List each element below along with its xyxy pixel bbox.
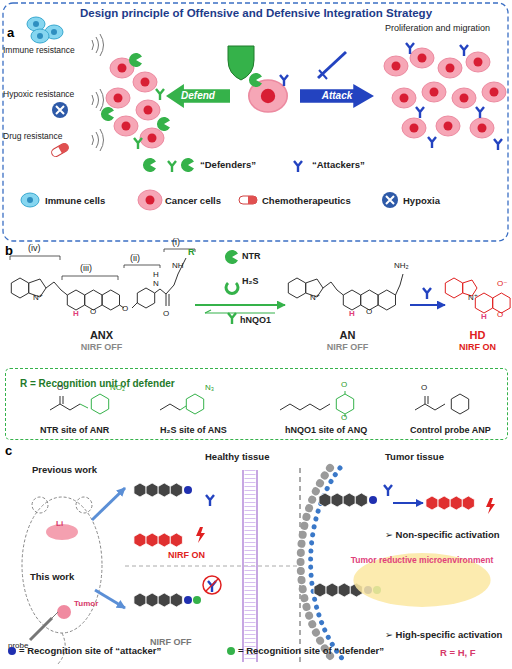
text-label: N⁺ bbox=[310, 294, 320, 302]
text-label: R = H, F bbox=[440, 648, 476, 658]
legend-text: Hypoxia bbox=[403, 196, 440, 206]
reaction-arrow bbox=[195, 304, 285, 306]
text-label: Immune resistance bbox=[3, 46, 75, 55]
text-label: This work bbox=[30, 572, 74, 582]
text-label: N₃ bbox=[205, 384, 214, 392]
node-text: NIRF OFF bbox=[81, 342, 123, 352]
molecule-node: ANNIRF OFF bbox=[285, 250, 410, 360]
defend-arrow: Defend bbox=[166, 84, 230, 108]
reaction-arrow bbox=[410, 304, 445, 306]
text-label: (i) bbox=[172, 238, 180, 247]
node-text: NIRF ON bbox=[459, 342, 496, 352]
text-label: Li bbox=[56, 520, 63, 528]
text-label: N⁺ bbox=[468, 294, 478, 302]
node-text: R = Recognition unit of defender bbox=[20, 378, 175, 389]
text-label: NIRF ON bbox=[168, 551, 205, 560]
text-label: O⁻ bbox=[497, 280, 507, 288]
text-label: O bbox=[341, 414, 347, 422]
text-label: (iii) bbox=[80, 264, 92, 273]
text-label: O bbox=[341, 381, 347, 389]
text-label: O bbox=[163, 310, 169, 318]
text-label: O bbox=[90, 308, 96, 316]
text-label: Previous work bbox=[32, 465, 97, 475]
text-label: hNQO1 site of ANQ bbox=[285, 426, 367, 435]
text-label: Drug resistance bbox=[3, 132, 63, 141]
text-label: Tumor tissue bbox=[385, 452, 444, 462]
text-label: NTR site of ANR bbox=[40, 426, 109, 435]
legend-text: “Defenders” bbox=[200, 160, 256, 170]
text-label: Control probe ANP bbox=[410, 426, 491, 435]
text-label: O bbox=[122, 305, 128, 313]
attack-arrow: Attack bbox=[300, 84, 374, 108]
text-label: Hypoxic resistance bbox=[3, 90, 74, 99]
figure-title: Design principle of Offensive and Defens… bbox=[0, 8, 512, 20]
text-label: R bbox=[188, 248, 195, 257]
text-label: H bbox=[73, 310, 79, 318]
text-label: NH₂ bbox=[394, 262, 409, 270]
text-label: Proliferation and migration bbox=[385, 24, 490, 33]
text-label: N bbox=[153, 280, 159, 288]
legend-text: = Recognition site of “attacker” bbox=[19, 646, 161, 656]
text-label: hNQO1 bbox=[240, 316, 271, 325]
text-label: ➢ Non-specific activation bbox=[385, 530, 500, 540]
node-text: Attack bbox=[322, 91, 353, 101]
molecule-node: ANXNIRF OFF bbox=[8, 250, 195, 360]
text-label: NH bbox=[172, 262, 184, 270]
molecule-node: HDNIRF ON bbox=[445, 250, 510, 360]
text-label: H₂S bbox=[242, 277, 259, 286]
text-label: NTR bbox=[242, 252, 261, 261]
text-label: N⁺ bbox=[33, 294, 43, 302]
text-label: ➢ High-specific activation bbox=[385, 630, 502, 640]
text-label: O bbox=[57, 384, 63, 392]
node-text: Tumor reductive microenvironment bbox=[351, 556, 493, 608]
legend-text: Immune cells bbox=[45, 196, 105, 206]
text-label: NO₂ bbox=[110, 384, 125, 392]
text-label: H bbox=[349, 310, 355, 318]
text-label: c bbox=[5, 444, 12, 457]
legend-swatch bbox=[227, 647, 235, 655]
text-label: O bbox=[497, 311, 503, 319]
text-label: H bbox=[153, 271, 159, 279]
text-label: Healthy tissue bbox=[205, 452, 269, 462]
text-label: H₂S site of ANS bbox=[160, 426, 227, 435]
text-label: a bbox=[7, 26, 14, 39]
text-label: (ii) bbox=[130, 254, 140, 263]
legend-text: = Recognition site of “defender” bbox=[238, 646, 384, 656]
text-label: Tumor bbox=[74, 600, 98, 608]
node-text: Defend bbox=[181, 91, 215, 101]
text-label: O bbox=[366, 308, 372, 316]
node-text: ANX bbox=[90, 329, 113, 342]
text-label: O bbox=[421, 384, 427, 392]
node-text: NIRF OFF bbox=[327, 342, 369, 352]
legend-text: “Attackers” bbox=[312, 160, 365, 170]
text-label: b bbox=[5, 244, 13, 257]
text-label: H bbox=[481, 313, 487, 321]
node-text: AN bbox=[340, 329, 356, 342]
legend-swatch bbox=[8, 647, 16, 655]
text-label: (iv) bbox=[28, 244, 41, 253]
microenvironment-blob: Tumor reductive microenvironment bbox=[352, 552, 492, 608]
node-text: HD bbox=[470, 329, 486, 342]
legend-text: Cancer cells bbox=[165, 196, 221, 206]
legend-text: Chemotherapeutics bbox=[262, 196, 351, 206]
